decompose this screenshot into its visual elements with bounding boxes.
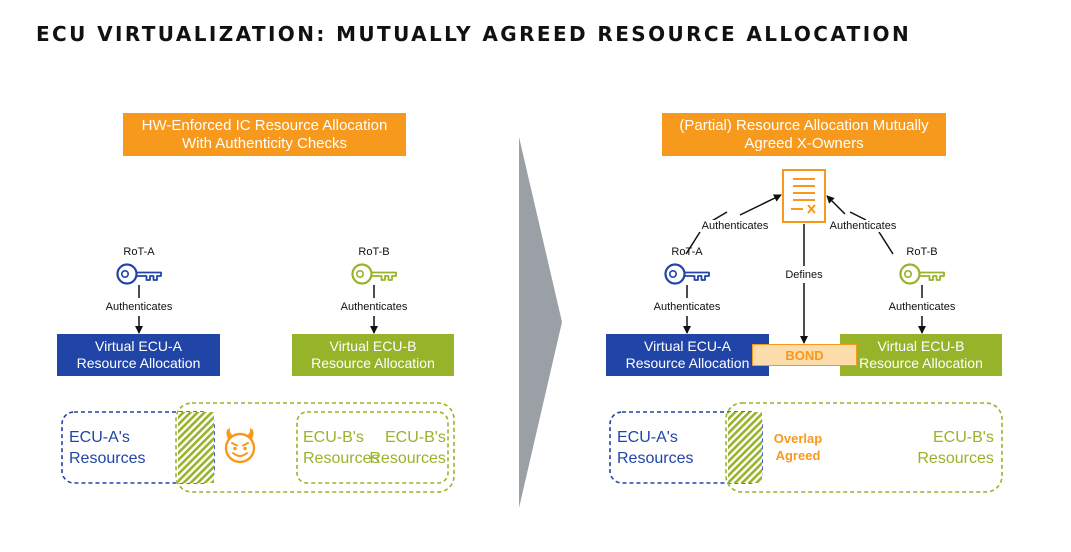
authenticates-doc-a-label: Authenticates	[699, 220, 771, 232]
alloc-a-line-2: Resource Allocation	[625, 355, 750, 371]
left-header-box: HW-Enforced IC Resource Allocation With …	[123, 113, 406, 156]
right-header-line-1: (Partial) Resource Allocation Mutually	[679, 116, 929, 134]
res-b1-line-1: ECU-B's	[303, 429, 364, 446]
rot-b-label: RoT-B	[906, 246, 938, 258]
alloc-a-line-2: Resource Allocation	[76, 355, 201, 371]
alloc-a-line-1: Virtual ECU-A	[644, 338, 731, 354]
virtual-ecu-a-allocation: Virtual ECU-A Resource Allocation	[606, 334, 769, 376]
devil-face-icon	[224, 428, 256, 464]
rot-a-label: RoT-A	[123, 246, 155, 258]
defines-label: Defines	[785, 269, 823, 281]
ecu-b-resources-box	[725, 402, 1003, 493]
ecu-b-resources-label-1: ECU-B's Resources	[303, 427, 379, 469]
res-a-line-1: ECU-A's	[69, 429, 130, 446]
left-header-line-2: With Authenticity Checks	[181, 134, 348, 152]
virtual-ecu-b-allocation: Virtual ECU-B Resource Allocation	[292, 334, 454, 376]
virtual-ecu-a-allocation: Virtual ECU-A Resource Allocation	[57, 334, 220, 376]
overlap-line-1: Overlap	[773, 431, 823, 446]
bond-box: BOND	[752, 344, 857, 366]
right-header-box: (Partial) Resource Allocation Mutually A…	[662, 113, 946, 156]
key-icon	[664, 263, 710, 285]
ecu-a-resources-label: ECU-A's Resources	[617, 427, 693, 469]
rot-a-label: RoT-A	[671, 246, 703, 258]
key-icon	[116, 263, 162, 285]
overlap-line-2: Agreed	[775, 448, 821, 463]
res-b2-line-2: Resources	[369, 450, 446, 467]
res-b-line-1: ECU-B's	[933, 429, 994, 446]
agreed-overlap-area	[728, 412, 762, 483]
alloc-b-line-2: Resource Allocation	[311, 355, 435, 371]
res-b2-line-1: ECU-B's	[385, 429, 446, 446]
res-a-line-2: Resources	[69, 450, 146, 467]
res-b1-line-2: Resources	[303, 450, 380, 467]
ecu-b-resources-label: ECU-B's Resources	[917, 427, 994, 469]
key-icon	[351, 263, 397, 285]
res-b-line-2: Resources	[917, 450, 994, 467]
authenticates-label-b: Authenticates	[340, 301, 408, 313]
authenticates-label-b: Authenticates	[888, 301, 956, 313]
alloc-b-line-2: Resource Allocation	[859, 355, 983, 371]
rot-b-label: RoT-B	[358, 246, 390, 258]
signed-document-icon	[782, 169, 826, 223]
key-icon	[899, 263, 945, 285]
authenticates-doc-b-label: Authenticates	[827, 220, 899, 232]
ecu-b-resources-label-2: ECU-B's Resources	[369, 427, 446, 469]
res-a-line-2: Resources	[617, 450, 694, 467]
left-header-line-1: HW-Enforced IC Resource Allocation	[141, 116, 388, 134]
alloc-b-line-1: Virtual ECU-B	[329, 338, 417, 354]
contested-overlap-area	[178, 412, 214, 483]
ecu-b-resources-outer-box	[175, 402, 455, 493]
alloc-a-line-1: Virtual ECU-A	[95, 338, 182, 354]
ecu-a-resources-label: ECU-A's Resources	[69, 427, 145, 469]
page-title: ECU VIRTUALIZATION: MUTUALLY AGREED RESO…	[36, 22, 912, 46]
overlap-agreed-label: Overlap Agreed	[770, 430, 826, 464]
ecu-b-resources-inner-box	[296, 411, 449, 484]
res-a-line-1: ECU-A's	[617, 429, 678, 446]
authenticates-label-a: Authenticates	[653, 301, 721, 313]
alloc-b-line-1: Virtual ECU-B	[877, 338, 965, 354]
authenticates-label-a: Authenticates	[105, 301, 173, 313]
right-header-line-2: Agreed X-Owners	[744, 134, 864, 152]
virtual-ecu-b-allocation: Virtual ECU-B Resource Allocation	[840, 334, 1002, 376]
chevron-arrow-icon	[519, 137, 562, 508]
